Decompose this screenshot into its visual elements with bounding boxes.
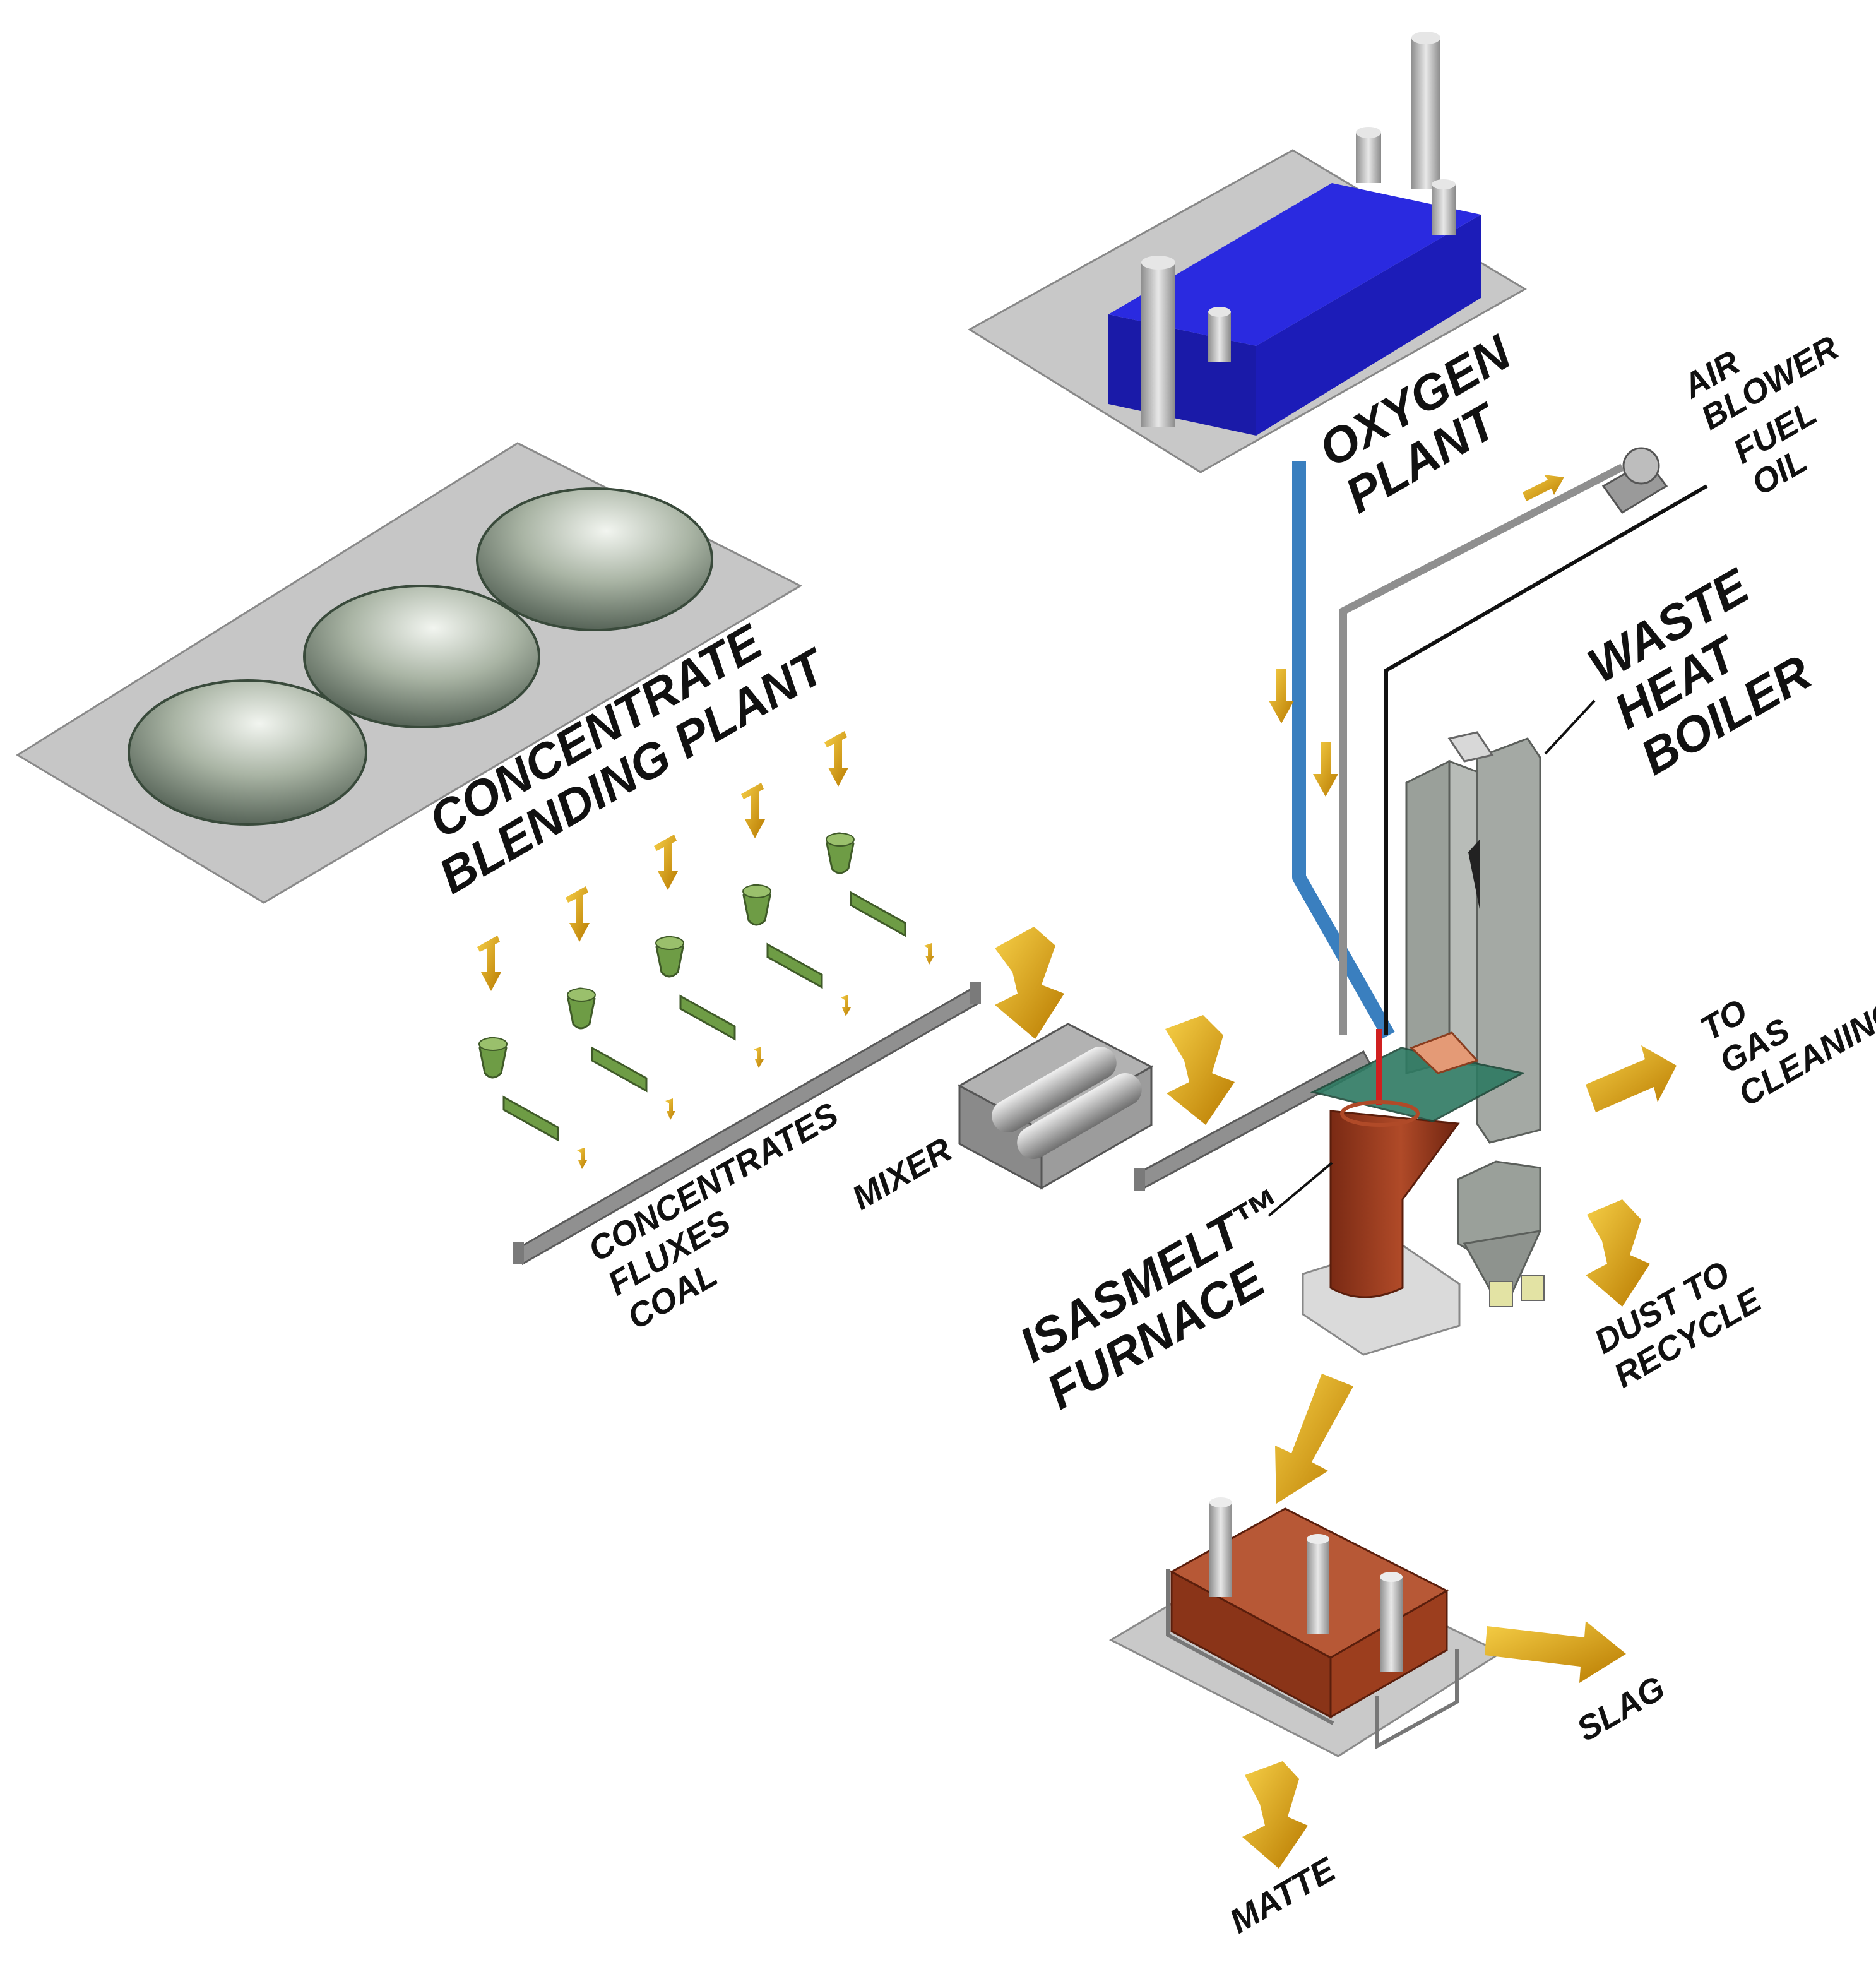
isasmelt-furnace xyxy=(1302,1029,1526,1356)
feeder-bin xyxy=(566,886,675,1120)
discharge-arrow xyxy=(754,1047,764,1068)
isasmelt-furnace-leader xyxy=(1267,1162,1333,1217)
oxygen-plant-building-top xyxy=(1108,183,1481,346)
stockpile-cone xyxy=(476,487,713,631)
feed-arrow xyxy=(566,886,590,942)
flow-arrow xyxy=(1275,1374,1353,1504)
conveyor-main xyxy=(513,982,982,1266)
slag-label: SLAG xyxy=(1570,1668,1671,1749)
feeder-bin xyxy=(477,936,587,1169)
oxygen-plant-stacks xyxy=(1141,32,1456,427)
feed-arrow xyxy=(477,936,501,991)
mixer-label: MIXER xyxy=(846,1131,958,1217)
flow-arrow xyxy=(1586,1199,1650,1307)
flow-arrow xyxy=(1269,669,1294,723)
oxygen-plant xyxy=(968,32,1527,473)
flow-arrow xyxy=(1313,742,1338,797)
flow-arrow xyxy=(1586,1045,1677,1112)
waste-heat-boiler xyxy=(1405,731,1545,1307)
to-gas-cleaning-label: TO GAS CLEANING xyxy=(1694,926,1876,1114)
discharge-arrow xyxy=(665,1098,675,1120)
feed-arrow xyxy=(741,783,765,838)
fuel-oil-line xyxy=(1384,484,1708,1035)
flow-arrow xyxy=(1523,475,1564,501)
feed-arrow xyxy=(824,731,848,787)
waste-heat-boiler-label: WASTE HEAT BOILER xyxy=(1579,551,1823,785)
flow-arrow xyxy=(995,927,1064,1039)
feed-arrow xyxy=(654,835,678,890)
flow-arrows xyxy=(995,475,1677,1869)
stockpile-cone xyxy=(128,679,367,826)
stockpile-cone xyxy=(303,585,540,728)
flow-arrow xyxy=(1165,1015,1235,1125)
oxygen-pipe xyxy=(1292,461,1395,1039)
air-line xyxy=(1339,463,1624,1035)
blending-plant xyxy=(16,442,803,904)
feeder-bin xyxy=(741,783,851,1016)
discharge-arrow xyxy=(841,995,851,1016)
oxygen-plant-building-front xyxy=(1256,215,1481,436)
feeder-bins xyxy=(477,731,934,1169)
flow-arrow xyxy=(1485,1621,1626,1683)
waste-heat-boiler-leader xyxy=(1544,699,1596,755)
discharge-arrow xyxy=(924,943,934,965)
matte-label: MATTE xyxy=(1223,1850,1343,1940)
isasmelt-furnace-label: ISASMELT™ FURNACE xyxy=(1011,1170,1333,1420)
settling-furnace xyxy=(1108,1497,1504,1757)
feeder-bin xyxy=(824,731,934,965)
flow-arrow xyxy=(1242,1761,1308,1869)
air-blower xyxy=(1601,447,1668,514)
discharge-arrow xyxy=(577,1148,587,1169)
feeder-bin xyxy=(654,835,764,1068)
mixer xyxy=(957,1023,1154,1190)
